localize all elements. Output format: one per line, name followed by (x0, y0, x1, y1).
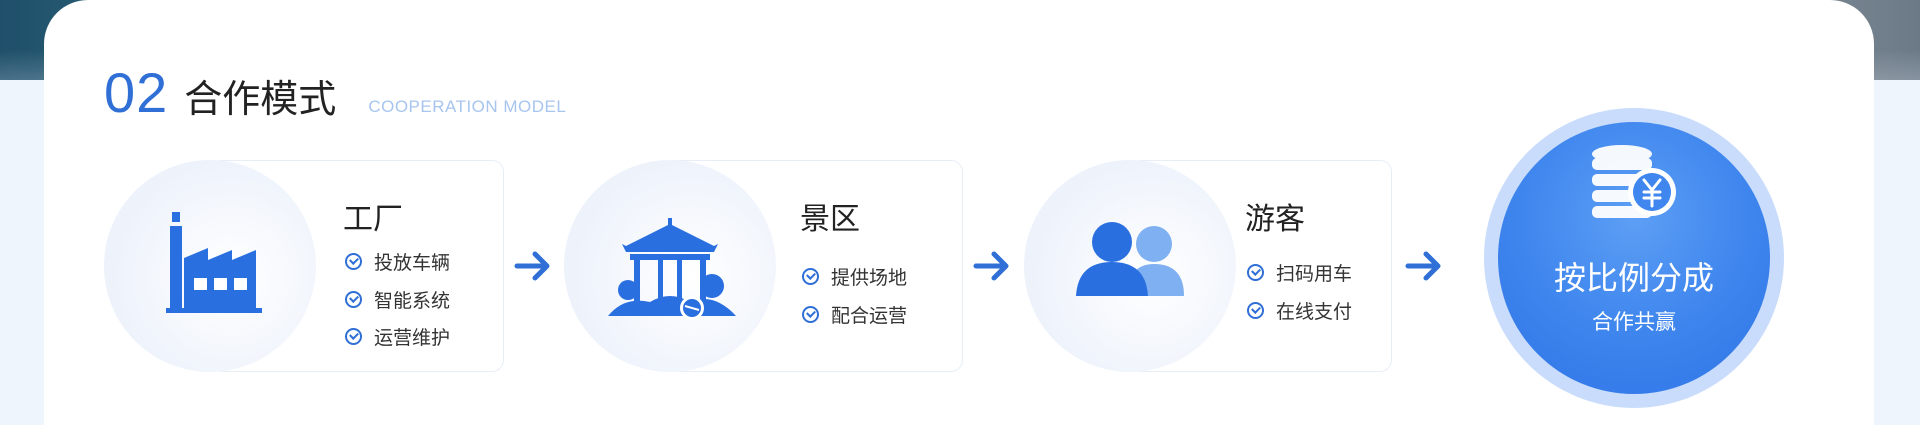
section-title: 合作模式 (184, 77, 337, 121)
result-circle: 按比例分成 合作共赢 (1484, 108, 1784, 408)
people-icon (1076, 222, 1184, 296)
arrow-right-icon (1405, 251, 1441, 281)
check-circle-icon (345, 328, 362, 345)
card-title-factory: 工厂 (343, 202, 403, 237)
list-item: 在线支付 (1247, 297, 1352, 324)
list-item: 智能系统 (345, 286, 450, 313)
check-circle-icon (345, 253, 362, 270)
arrow-right-icon (514, 251, 550, 281)
check-circle-icon (802, 268, 819, 285)
arrow-right-icon (973, 251, 1009, 281)
list-item: 扫码用车 (1247, 259, 1352, 286)
check-circle-icon (1247, 302, 1264, 319)
result-subtitle: 合作共赢 (1592, 310, 1676, 334)
check-circle-icon (1247, 264, 1264, 281)
card-title-scenic-spot: 景区 (800, 202, 860, 237)
check-circle-icon (345, 291, 362, 308)
list-item: 配合运营 (802, 301, 907, 328)
list-item: 提供场地 (802, 263, 907, 290)
result-title: 按比例分成 (1553, 259, 1714, 297)
list-item: 运营维护 (345, 323, 450, 350)
section-subtitle: COOPERATION MODEL (368, 97, 567, 116)
pavilion-circle (564, 160, 776, 372)
pavilion-icon (608, 218, 736, 320)
factory-icon (166, 212, 262, 313)
people-circle (1024, 160, 1236, 372)
list-item: 投放车辆 (345, 248, 450, 275)
check-circle-icon (802, 306, 819, 323)
card-title-tourists: 游客 (1245, 202, 1305, 237)
yuan-coins-icon (1592, 145, 1676, 218)
section-heading: 02 合作模式 COOPERATION MODEL (104, 60, 566, 130)
section-number: 02 (104, 61, 169, 124)
factory-circle (104, 160, 316, 372)
